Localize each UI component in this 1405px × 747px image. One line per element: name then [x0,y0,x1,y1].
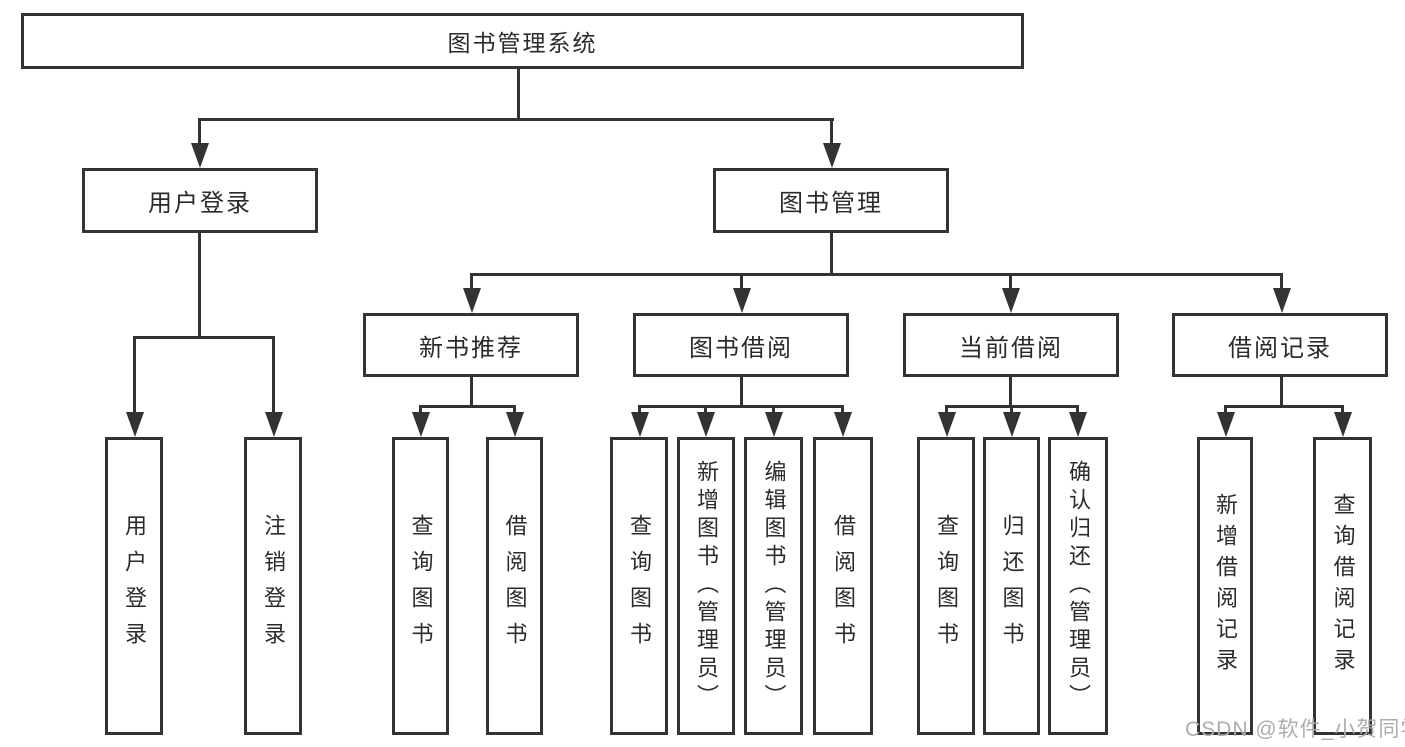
connector-line-horizontal [419,405,516,408]
connector-line-vertical [1009,377,1012,405]
leaf-query-books-recommend: 查询图书 [392,437,449,735]
leaf-confirm-return-admin: 确认归还（管理员） [1048,437,1108,735]
connector-line-vertical [133,336,136,416]
leaf-query-books-current: 查询图书 [917,437,975,735]
connector-line-vertical [470,273,473,295]
leaf-label: 归还图书 [999,514,1025,658]
leaf-query-books-borrow: 查询图书 [610,437,668,735]
connector-line-horizontal [133,336,275,339]
connector-line-vertical [740,377,743,405]
leaf-label: 确认归还（管理员） [1066,460,1091,712]
arrowhead-down-icon [697,412,715,437]
leaf-add-books-admin: 新增图书（管理员） [677,437,735,735]
arrowhead-down-icon [733,288,751,313]
leaf-label: 查询图书 [408,514,434,658]
csdn-watermark: CSDN @软件_小贺同学 [1185,718,1405,741]
leaf-borrow-books-recommend: 借阅图书 [486,437,543,735]
leaf-label: 编辑图书（管理员） [761,460,787,712]
arrowhead-down-icon [265,412,283,437]
connector-line-horizontal [470,273,1283,276]
leaf-query-borrow-record: 查询借阅记录 [1313,437,1372,735]
leaf-label: 查询图书 [934,514,959,658]
node-label: 当前借阅 [959,334,1063,362]
arrowhead-down-icon [1217,412,1235,437]
node-borrow-records: 借阅记录 [1172,313,1388,377]
leaf-add-borrow-record: 新增借阅记录 [1197,437,1253,735]
arrowhead-down-icon [1273,288,1291,313]
connector-line-vertical [1280,273,1283,295]
connector-line-vertical [1280,377,1283,405]
connector-line-vertical [830,233,833,273]
leaf-borrow-books: 借阅图书 [813,437,873,735]
node-new-book-recommend: 新书推荐 [363,313,579,377]
leaf-label: 查询借阅记录 [1330,493,1356,679]
connector-line-vertical [272,336,275,416]
arrowhead-down-icon [1003,412,1021,437]
leaf-logout: 注销登录 [244,437,302,735]
connector-line-vertical [740,273,743,295]
arrowhead-down-icon [938,412,956,437]
leaf-edit-books-admin: 编辑图书（管理员） [744,437,803,735]
node-label: 图书管理系统 [447,30,598,56]
connector-line-vertical [517,69,520,118]
connector-line-horizontal [198,118,834,121]
leaf-label: 新增借阅记录 [1213,493,1238,679]
arrowhead-down-icon [1002,288,1020,313]
arrowhead-down-icon [823,143,841,168]
node-label: 新书推荐 [419,334,523,362]
node-current-borrow: 当前借阅 [903,313,1119,377]
arrowhead-down-icon [412,412,430,437]
connector-line-horizontal [1224,405,1343,408]
leaf-label: 用户登录 [122,514,147,658]
connector-line-vertical [198,233,201,336]
arrowhead-down-icon [1069,412,1087,437]
leaf-label: 借阅图书 [502,514,528,658]
leaf-return-books: 归还图书 [983,437,1040,735]
connector-line-vertical [198,118,201,150]
arrowhead-down-icon [631,412,649,437]
node-user-login: 用户登录 [82,168,318,233]
leaf-label: 新增图书（管理员） [694,460,719,712]
node-label: 图书借阅 [689,334,793,362]
connector-line-vertical [1009,273,1012,295]
node-label: 借阅记录 [1228,334,1332,362]
connector-line-horizontal [638,405,844,408]
arrowhead-down-icon [765,412,783,437]
node-label: 图书管理 [779,190,883,217]
node-label: 用户登录 [148,190,252,217]
arrowhead-down-icon [834,412,852,437]
leaf-user-login: 用户登录 [105,437,163,735]
connector-line-vertical [470,377,473,405]
arrowhead-down-icon [1334,412,1352,437]
leaf-label: 查询图书 [627,514,652,658]
leaf-label: 借阅图书 [831,514,856,658]
arrowhead-down-icon [506,412,524,437]
arrowhead-down-icon [463,288,481,313]
node-book-borrow: 图书借阅 [633,313,849,377]
node-library-management-system: 图书管理系统 [21,13,1024,69]
arrowhead-down-icon [126,412,144,437]
leaf-label: 注销登录 [261,514,286,658]
connector-line-vertical [830,118,833,150]
node-book-management: 图书管理 [713,168,949,233]
arrowhead-down-icon [191,143,209,168]
